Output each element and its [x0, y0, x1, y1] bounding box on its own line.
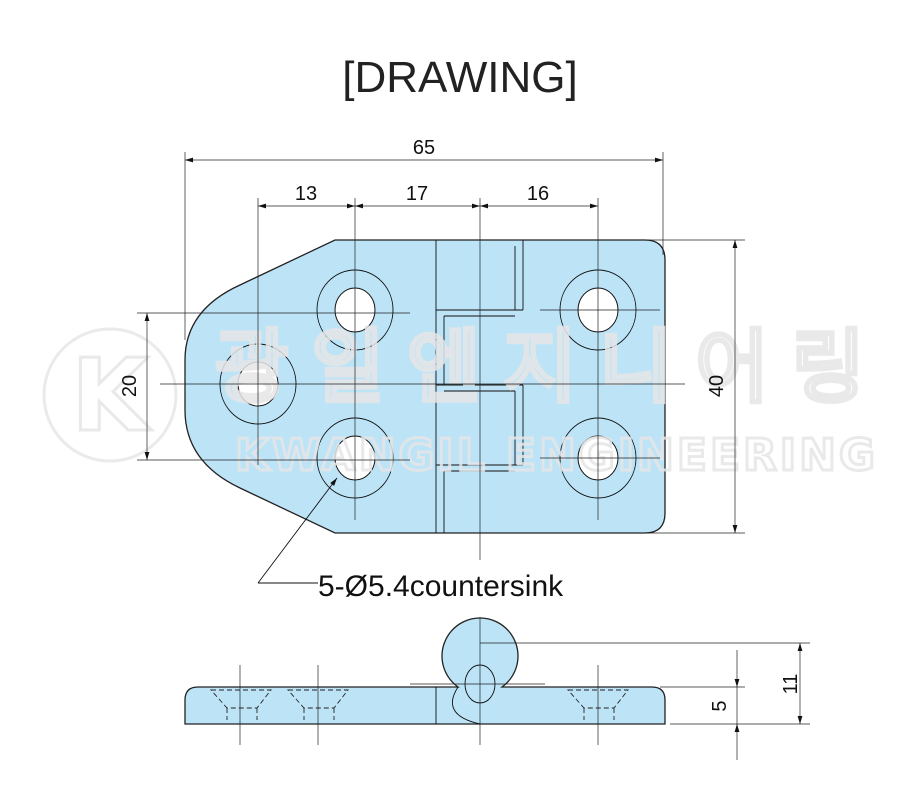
- dimension-65: 65: [185, 137, 663, 163]
- svg-text:65: 65: [413, 137, 435, 159]
- svg-text:광일엔지니어링: 광일엔지니어링: [215, 321, 865, 414]
- countersink-dashes: [209, 689, 629, 720]
- hole-callout: 5-Ø5.4countersink: [257, 477, 564, 603]
- svg-text:KWANGIL ENGINEERING: KWANGIL ENGINEERING: [235, 430, 875, 481]
- drawing-title: [DRAWING]: [342, 53, 577, 102]
- center-lines: [137, 152, 745, 560]
- svg-text:20: 20: [119, 375, 141, 397]
- svg-text:17: 17: [406, 183, 428, 205]
- svg-text:K: K: [71, 337, 152, 454]
- svg-text:11: 11: [780, 674, 802, 695]
- svg-text:16: 16: [527, 183, 549, 205]
- svg-text:5-Ø5.4countersink: 5-Ø5.4countersink: [318, 570, 564, 603]
- knuckle-lines: [435, 240, 524, 533]
- hinge-side-view: [184, 617, 666, 745]
- watermark: K 광일엔지니어링 KWANGIL ENGINEERING: [42, 320, 877, 483]
- svg-text:40: 40: [706, 375, 728, 397]
- dimension-13-17-16: 13 17 16: [258, 183, 598, 209]
- svg-text:5: 5: [709, 700, 731, 711]
- dimension-11: 11: [480, 642, 810, 725]
- dimension-5: 5: [709, 650, 740, 760]
- dimension-20: 20: [119, 313, 150, 460]
- dimension-40: 40: [706, 240, 738, 533]
- svg-text:13: 13: [295, 183, 317, 205]
